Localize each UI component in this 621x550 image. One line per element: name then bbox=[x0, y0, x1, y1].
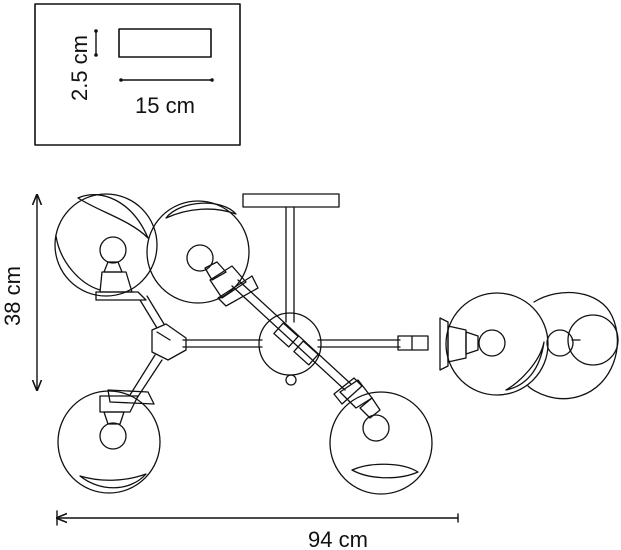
chandelier-drawing bbox=[54, 193, 619, 495]
globe-bottom-center bbox=[329, 377, 433, 495]
height-label: 38 cm bbox=[0, 266, 25, 326]
central-body bbox=[258, 312, 322, 376]
canopy-width-label: 15 cm bbox=[135, 93, 195, 118]
globe-bottom-left bbox=[57, 389, 161, 494]
globe-right-outer bbox=[527, 291, 619, 400]
height-dimension: 38 cm bbox=[0, 195, 37, 390]
globe-right-inner bbox=[439, 292, 549, 396]
ceiling-canopy bbox=[242, 193, 340, 208]
left-connector bbox=[151, 323, 187, 361]
globe-top-left bbox=[54, 193, 158, 301]
globe-top-center bbox=[146, 200, 259, 307]
width-dimension: 94 cm bbox=[57, 510, 459, 550]
canopy-plate-outline bbox=[118, 28, 212, 58]
diagonal-arm bbox=[231, 285, 346, 391]
canopy-height-label: 2.5 cm bbox=[67, 35, 92, 101]
inset-frame bbox=[34, 3, 241, 146]
canopy-inset: 2.5 cm 15 cm bbox=[34, 3, 241, 146]
width-label: 94 cm bbox=[308, 527, 368, 550]
